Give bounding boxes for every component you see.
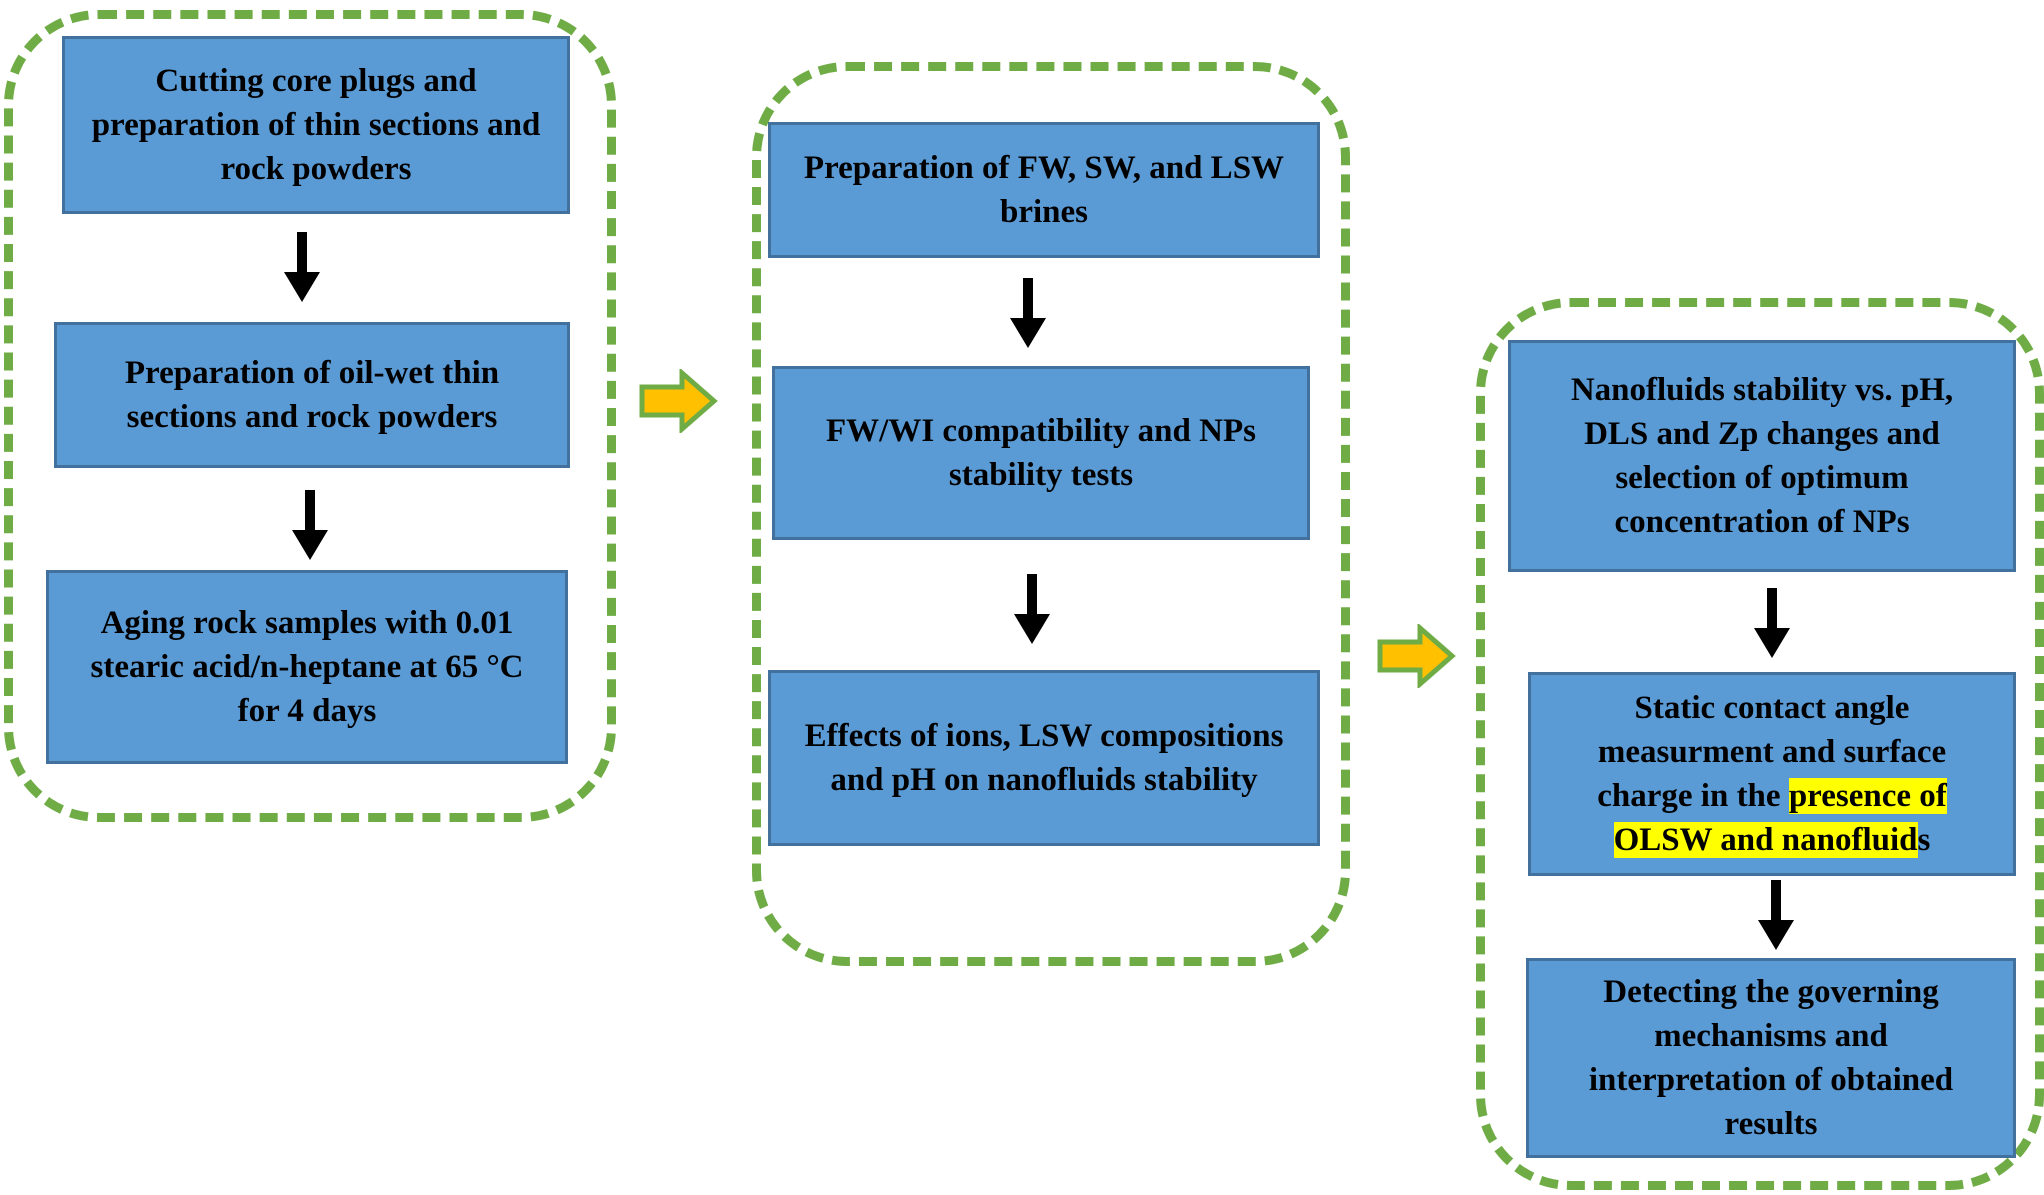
step-compatibility-label: FW/WI compatibility and NPs stability te… [826, 413, 1256, 493]
step-oil-wet-prep: Preparation of oil-wet thin sections and… [54, 322, 570, 468]
arrow-down-icon [1010, 278, 1046, 348]
arrow-down-icon [1014, 574, 1050, 644]
step-brines-label: Preparation of FW, SW, and LSW brines [803, 150, 1285, 230]
step-nanofluid-stability-label: Nanofluids stability vs. pH, DLS and Zp … [1570, 372, 1954, 540]
step-contact-angle: Static contact angle measurment and surf… [1528, 672, 2016, 876]
step-mechanisms: Detecting the governing mechanisms and i… [1526, 958, 2016, 1158]
step-brines: Preparation of FW, SW, and LSW brines [768, 122, 1320, 258]
stage-3-group [1476, 298, 2044, 1190]
step-ion-effects-label: Effects of ions, LSW compositions and pH… [804, 718, 1284, 798]
stage-1-group [4, 10, 616, 822]
step-compatibility: FW/WI compatibility and NPs stability te… [772, 366, 1310, 540]
step-mechanisms-label: Detecting the governing mechanisms and i… [1588, 974, 1954, 1142]
arrow-down-icon [284, 232, 320, 302]
arrow-down-icon [292, 490, 328, 560]
step-aging: Aging rock samples with 0.01 stearic aci… [46, 570, 568, 764]
step-nanofluid-stability: Nanofluids stability vs. pH, DLS and Zp … [1508, 340, 2016, 572]
step-contact-angle-label: Static contact angle measurment and surf… [1555, 686, 1989, 862]
step-cutting-core-label: Cutting core plugs and preparation of th… [91, 63, 541, 187]
step-oil-wet-prep-label: Preparation of oil-wet thin sections and… [124, 355, 500, 435]
step-contact-angle-text: Static contact angle measurment and surf… [1597, 690, 1947, 814]
arrow-down-icon [1758, 880, 1794, 950]
step-aging-label: Aging rock samples with 0.01 stearic aci… [90, 605, 524, 729]
step-ion-effects: Effects of ions, LSW compositions and pH… [768, 670, 1320, 846]
block-arrow-right-icon [639, 369, 718, 433]
stage-2-group [752, 62, 1350, 966]
step-contact-angle-tail: s [1917, 822, 1931, 858]
block-arrow-right-icon [1377, 624, 1456, 688]
step-cutting-core: Cutting core plugs and preparation of th… [62, 36, 570, 214]
arrow-down-icon [1754, 588, 1790, 658]
